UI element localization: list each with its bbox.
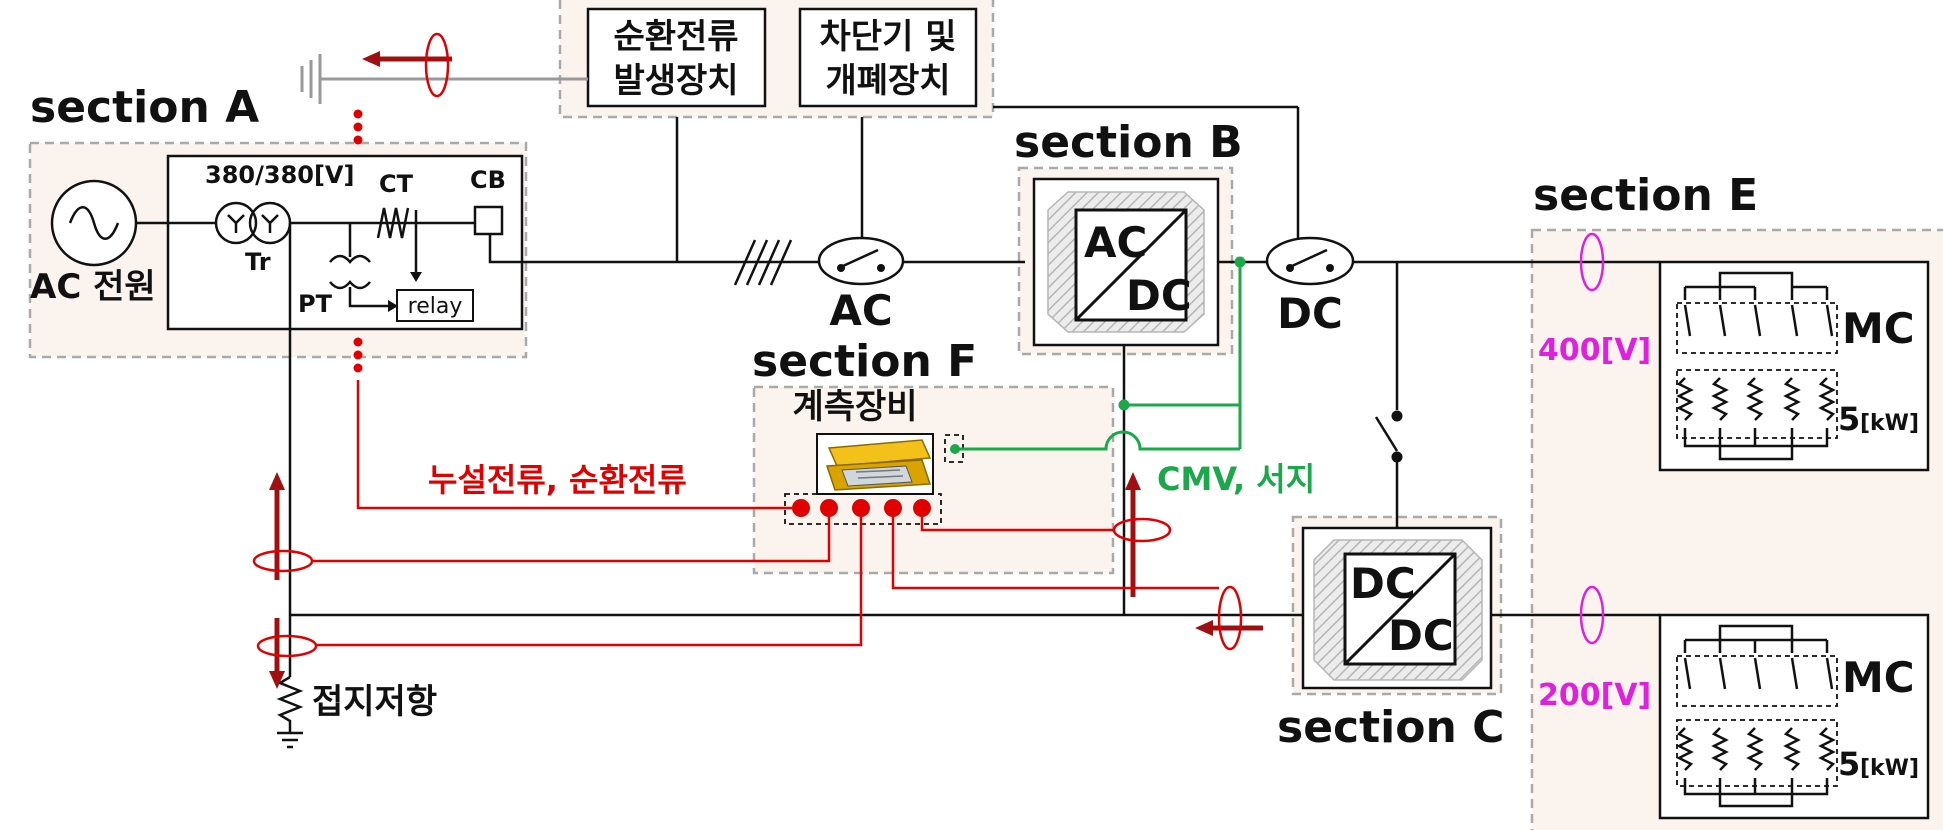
mc-upper-label: MC bbox=[1842, 304, 1915, 353]
lower-voltage-label: 200[V] bbox=[1538, 678, 1651, 713]
probe3-line bbox=[316, 517, 863, 647]
dc-switch bbox=[1265, 236, 1355, 286]
mc-lower-label: MC bbox=[1842, 653, 1915, 702]
pt-symbol bbox=[329, 223, 398, 312]
leak-current-label: 누설전류, 순환전류 bbox=[428, 461, 687, 499]
circ-gen-label-2: 발생장치 bbox=[613, 61, 738, 101]
cb-label: CB bbox=[470, 166, 506, 194]
transformer-label: Tr bbox=[245, 248, 271, 276]
probe4-line bbox=[891, 517, 1219, 590]
dcdc-bottom-label: DC bbox=[1388, 611, 1454, 660]
ac-switch-label: AC bbox=[829, 286, 892, 335]
dc-branch-switch-blade bbox=[1374, 416, 1399, 452]
ground-symbol-icon bbox=[277, 731, 303, 749]
return-ct-ring bbox=[1217, 585, 1243, 651]
dcdc-top-label: DC bbox=[1350, 559, 1416, 608]
acdc-converter bbox=[1032, 177, 1220, 347]
cb-out-line bbox=[488, 234, 530, 264]
relay-box bbox=[396, 289, 474, 322]
ac-switch bbox=[817, 236, 905, 286]
neutral-ct-ring-upper bbox=[252, 549, 314, 573]
ct-label: CT bbox=[379, 170, 414, 198]
section-a-title: section A bbox=[30, 82, 259, 133]
load-bank-upper bbox=[1658, 260, 1930, 472]
ct-arrow-icon bbox=[410, 272, 422, 282]
breaker-label-2: 개폐장치 bbox=[825, 61, 950, 101]
power-upper-unit: [kW] bbox=[1860, 411, 1919, 436]
red-probe-dots bbox=[792, 499, 931, 517]
cmv-surge-label: CMV, 서지 bbox=[1157, 460, 1315, 498]
section-f-title: section F bbox=[752, 336, 977, 387]
neutral-arrow-down bbox=[269, 618, 285, 689]
power-lower-unit: [kW] bbox=[1860, 756, 1919, 781]
upper-voltage-ring bbox=[1579, 232, 1605, 292]
return-arrow bbox=[1195, 620, 1263, 636]
top-current-arrow bbox=[362, 51, 452, 67]
bus-arrow-up bbox=[1125, 472, 1141, 597]
upper-voltage-label: 400[V] bbox=[1538, 333, 1651, 368]
relay-label: relay bbox=[408, 294, 463, 319]
measure-label: 계측장비 bbox=[792, 387, 917, 427]
measurement-instrument-icon bbox=[816, 433, 934, 495]
probe2-line bbox=[312, 517, 831, 563]
ground-resistor-label: 접지저항 bbox=[312, 682, 437, 722]
cmv-node-left bbox=[1118, 399, 1130, 411]
transformer-symbol bbox=[214, 201, 292, 245]
ac-source bbox=[50, 179, 138, 267]
load-bank-lower bbox=[1658, 613, 1930, 820]
acdc-top-label: AC bbox=[1084, 218, 1147, 267]
dc-switch-label: DC bbox=[1277, 289, 1343, 338]
circulating-current-generator: 순환전류 발생장치 bbox=[586, 7, 767, 108]
red-probe-box bbox=[784, 493, 942, 525]
breaker-label-1: 차단기 및 bbox=[820, 17, 957, 57]
neutral-ct-ring-lower bbox=[256, 634, 318, 658]
section-b-title: section B bbox=[1014, 117, 1243, 168]
pt-label: PT bbox=[298, 290, 333, 318]
neutral-arrow-up bbox=[269, 472, 285, 580]
transformer-rating: 380/380[V] bbox=[205, 161, 354, 189]
acdc-bottom-label: DC bbox=[1126, 271, 1192, 320]
top-ground bbox=[300, 54, 588, 104]
leak-signal-line bbox=[356, 380, 792, 510]
section-c-title: section C bbox=[1277, 702, 1504, 753]
three-phase-marks-icon bbox=[733, 239, 793, 286]
circ-gen-label-1: 순환전류 bbox=[613, 17, 738, 57]
lower-voltage-ring bbox=[1579, 585, 1605, 645]
dc-branch-switch-node-bottom bbox=[1391, 451, 1403, 463]
cb-box-icon bbox=[473, 205, 504, 236]
probe5-line bbox=[920, 517, 1114, 532]
cmv-line-b bbox=[955, 430, 1240, 451]
cmv-node-top bbox=[1234, 256, 1246, 268]
bus-ct-ring bbox=[1112, 517, 1172, 543]
power-lower-number: 5 bbox=[1838, 745, 1860, 783]
power-upper-number: 5 bbox=[1838, 400, 1860, 438]
dcdc-converter bbox=[1301, 526, 1493, 690]
red-dots-a bbox=[353, 109, 363, 373]
breaker-switchgear: 차단기 및 개폐장치 bbox=[798, 7, 978, 108]
ground-resistor-icon bbox=[276, 675, 304, 733]
ct-coil-icon bbox=[376, 207, 410, 239]
top-ct-ring bbox=[424, 32, 450, 98]
dc-branch-switch-node-top bbox=[1391, 410, 1403, 422]
ac-source-label: AC 전원 bbox=[30, 267, 156, 307]
section-e-title: section E bbox=[1533, 170, 1758, 221]
